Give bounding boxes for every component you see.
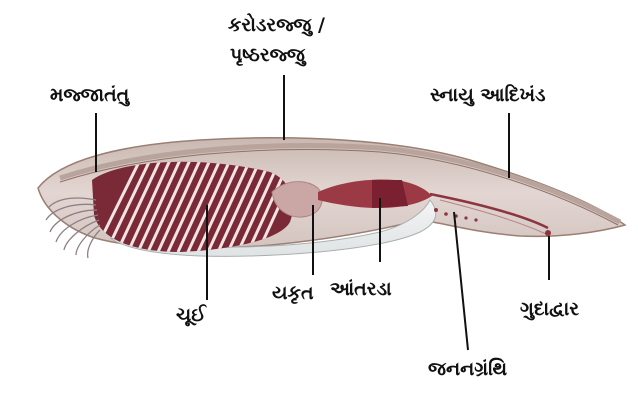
gills-label: ચૂઈ [176, 304, 206, 326]
intestine-label: આંતરડા [330, 278, 392, 300]
anus-mark [545, 230, 551, 236]
anus-label: ગુદાદ્વાર [520, 298, 579, 320]
liver-label: યકૃત [272, 282, 314, 304]
muscle-segments-label: સ્નાયુ આદિખંડ [430, 84, 546, 106]
notochord-label-line2: પૃષ્ઠરજ્જુ [230, 44, 305, 66]
notochord-label-line1: કરોડરજ્જુ / [228, 14, 325, 36]
gonads-label: જનનગ્રંથિ [428, 358, 507, 380]
nerve-cord-label: મજ્જાતંતુ [50, 84, 129, 106]
